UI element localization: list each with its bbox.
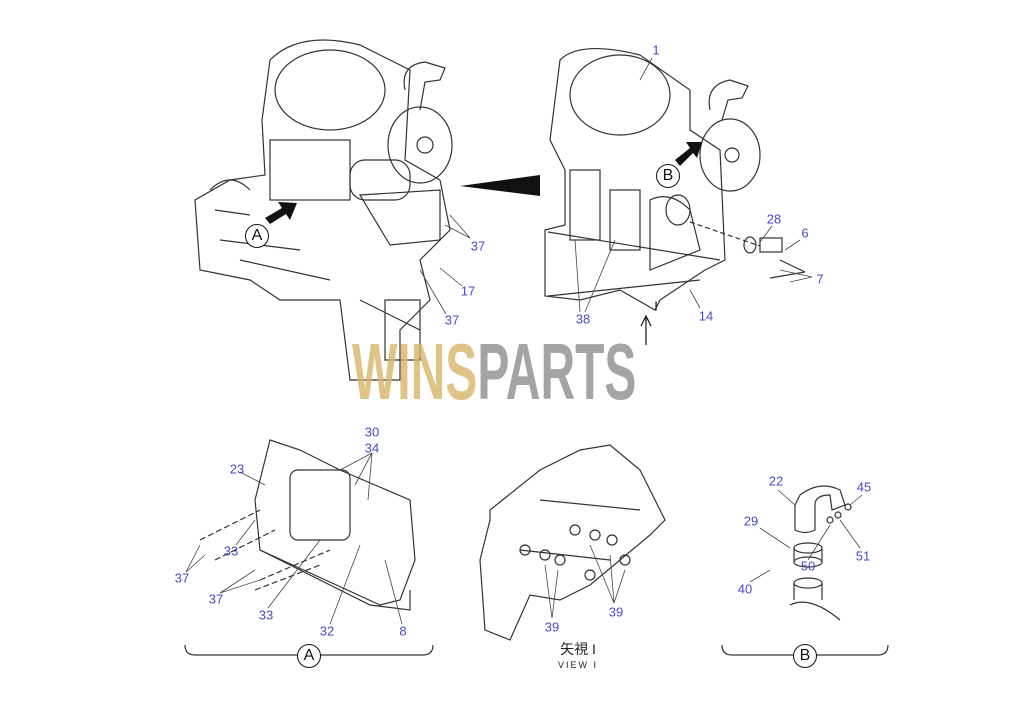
callout: 33 xyxy=(223,543,239,559)
view-i-drawing xyxy=(479,444,666,641)
callout: 7 xyxy=(816,271,824,287)
callout: 30 xyxy=(364,424,380,440)
detail-b-drawing xyxy=(749,485,863,621)
view-caption-jp: 矢視 I xyxy=(560,641,596,657)
view-caption-en: VIEW I xyxy=(557,660,599,670)
detail-a-drawing xyxy=(185,439,416,625)
detail-marker-a: A xyxy=(245,224,269,248)
callout: 32 xyxy=(319,623,335,639)
callout: 33 xyxy=(258,607,274,623)
callout: 28 xyxy=(766,211,782,227)
detail-marker-b: B xyxy=(656,164,680,188)
callout: 45 xyxy=(856,479,872,495)
detail-b-bracket xyxy=(721,644,889,656)
callout: 50 xyxy=(800,558,816,574)
callout: 38 xyxy=(575,311,591,327)
callout: 51 xyxy=(855,548,871,564)
detail-a-marker: A xyxy=(297,644,321,668)
callout: 17 xyxy=(460,283,476,299)
callout: 1 xyxy=(652,42,660,58)
callout: 29 xyxy=(743,513,759,529)
callout: 6 xyxy=(801,225,809,241)
callout: 8 xyxy=(399,623,407,639)
callout: 34 xyxy=(364,440,380,456)
callout: 39 xyxy=(544,619,560,635)
callout: 37 xyxy=(470,238,486,254)
direction-arrow-b xyxy=(675,142,702,166)
detail-b-marker: B xyxy=(793,644,817,668)
watermark: WINSPARTS xyxy=(352,332,636,412)
view-transition-arrow xyxy=(460,175,540,196)
callout: 37 xyxy=(208,591,224,607)
view-arrow-label: I xyxy=(654,298,658,314)
callout: 22 xyxy=(768,473,784,489)
callout: 39 xyxy=(608,604,624,620)
callout: 37 xyxy=(174,570,190,586)
dpf-assembly-right xyxy=(544,48,806,311)
callout: 37 xyxy=(444,312,460,328)
view-arrow xyxy=(640,314,652,345)
direction-arrow-a xyxy=(265,202,297,224)
detail-a-bracket xyxy=(184,644,434,656)
callout: 14 xyxy=(698,308,714,324)
watermark-part2: PARTS xyxy=(477,327,637,416)
callout: 40 xyxy=(737,581,753,597)
watermark-part1: WINS xyxy=(352,327,478,416)
callout: 23 xyxy=(229,461,245,477)
